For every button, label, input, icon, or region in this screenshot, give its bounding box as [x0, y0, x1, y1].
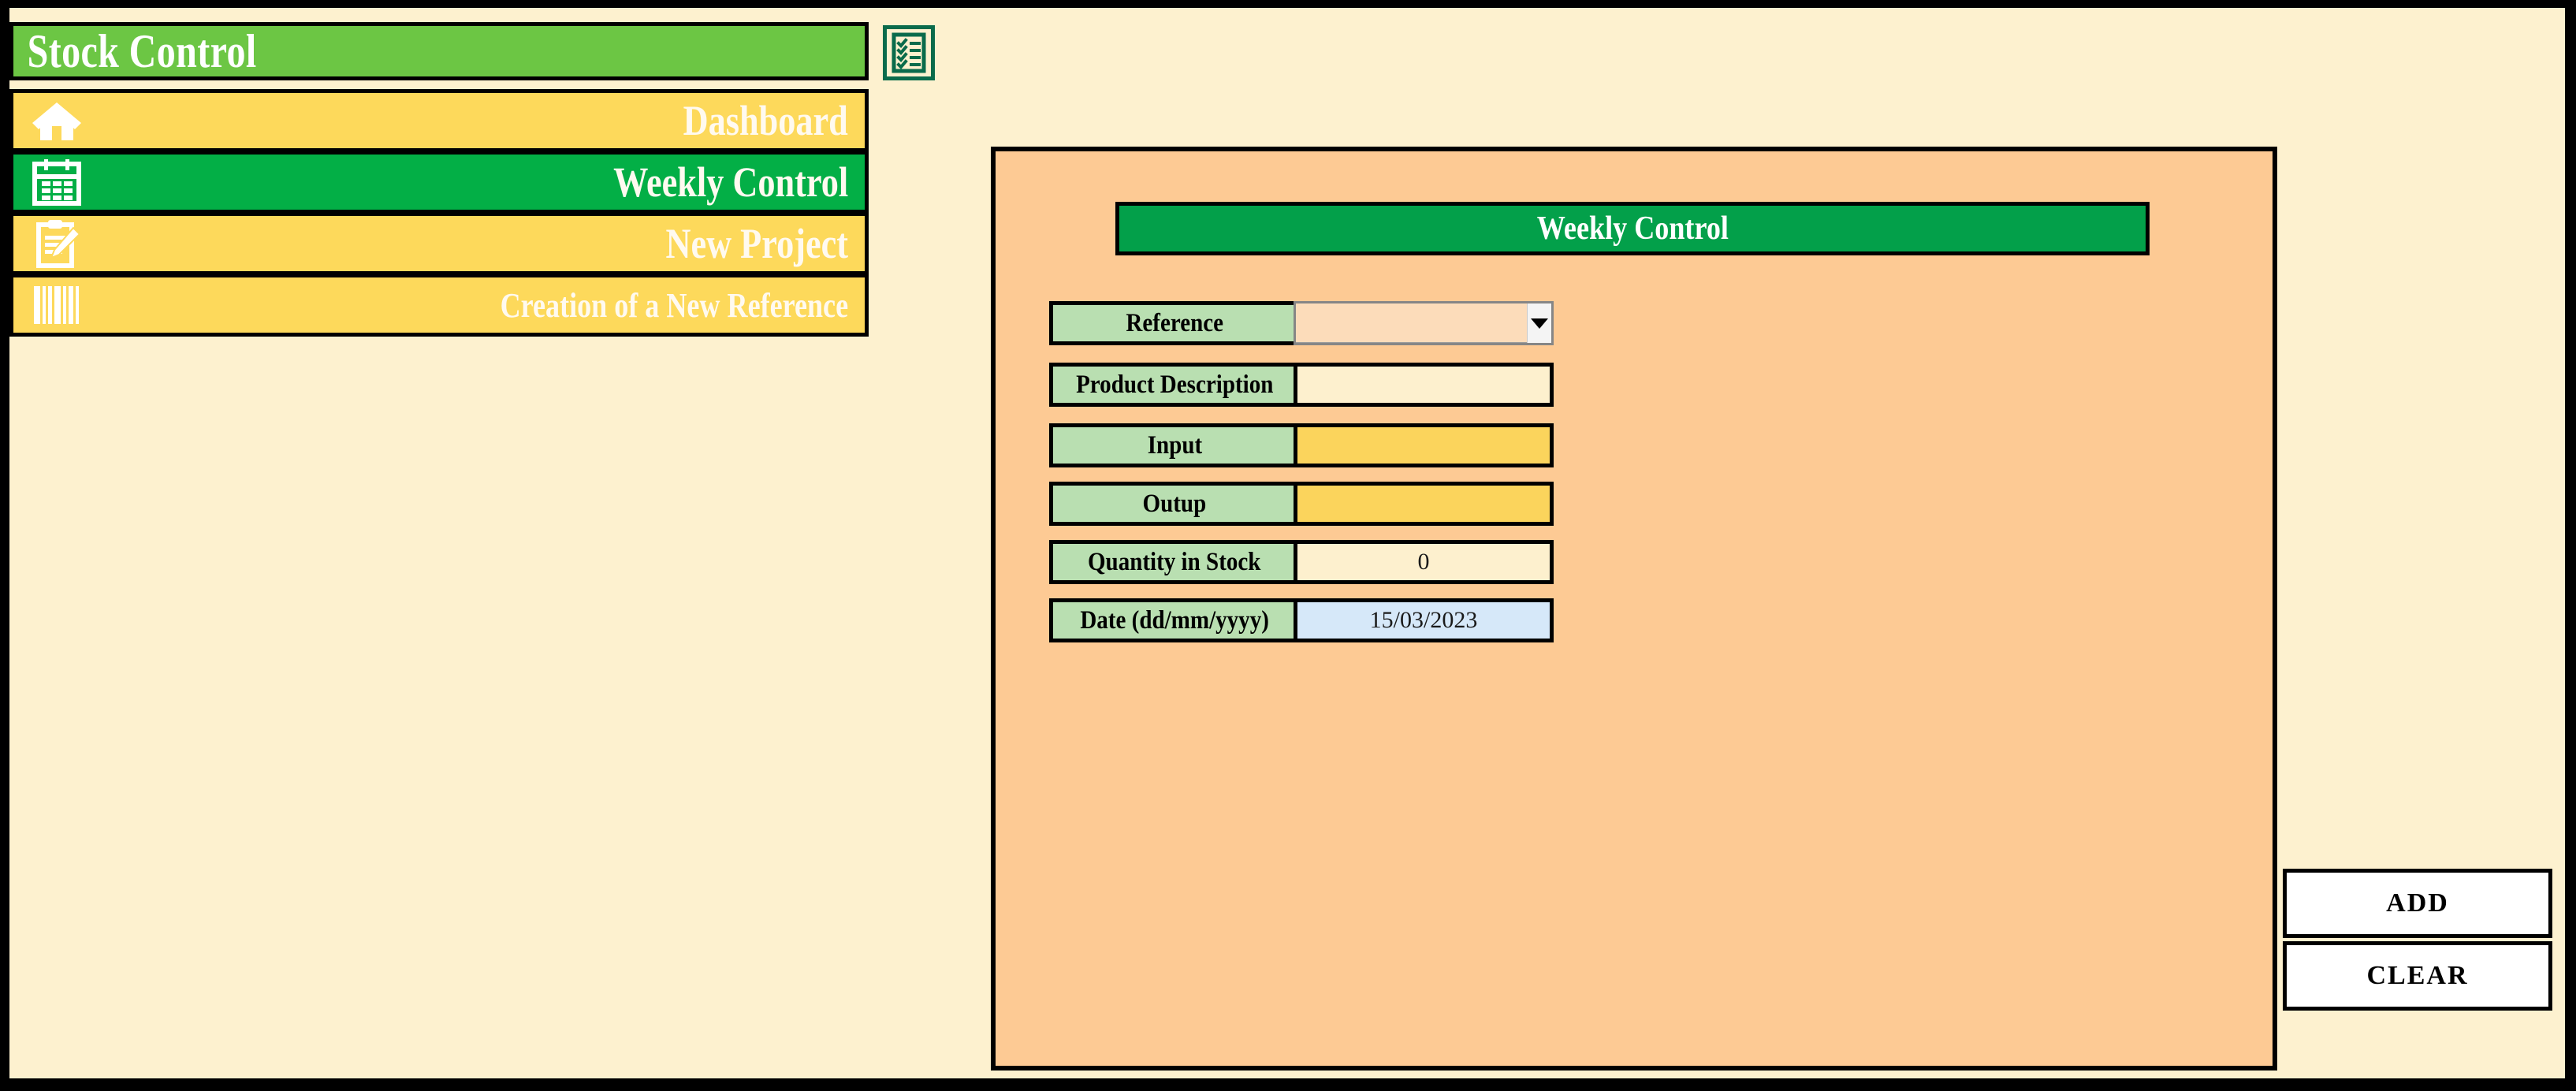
form-header: Weekly Control — [1115, 202, 2150, 255]
clear-button-label: CLEAR — [2366, 961, 2469, 990]
app-title: Stock Control — [27, 24, 257, 77]
form-row-reference: Reference — [996, 301, 2273, 345]
product-description-input[interactable] — [1294, 363, 1554, 407]
chevron-down-icon[interactable] — [1527, 303, 1551, 343]
checklist-icon — [892, 32, 926, 73]
label-outup: Outup — [1049, 482, 1300, 526]
sidebar-item-weekly-control[interactable]: Weekly Control — [9, 151, 869, 214]
form-row-outup: Outup — [996, 482, 2273, 526]
input-field[interactable] — [1294, 423, 1554, 467]
label-text: Outup — [1142, 489, 1207, 518]
quantity-in-stock-value: 0 — [1294, 540, 1554, 584]
home-icon — [28, 95, 86, 147]
sidebar: Stock Control — [9, 22, 935, 621]
label-quantity-in-stock: Quantity in Stock — [1049, 540, 1300, 584]
app-title-bar: Stock Control — [9, 22, 869, 80]
label-text: Product Description — [1075, 370, 1274, 399]
form-row-quantity-in-stock: Quantity in Stock 0 — [996, 540, 2273, 584]
label-input: Input — [1049, 423, 1300, 467]
barcode-icon — [28, 279, 86, 331]
sidebar-nav: Dashboard — [9, 89, 869, 337]
label-reference: Reference — [1049, 301, 1300, 345]
clipboard-pencil-icon — [28, 218, 86, 270]
sidebar-item-label: Creation of a New Reference — [500, 285, 848, 325]
sidebar-item-new-project[interactable]: New Project — [9, 212, 869, 275]
date-field[interactable]: 15/03/2023 — [1294, 598, 1554, 642]
label-text: Date (dd/mm/yyyy) — [1080, 605, 1269, 635]
reference-dropdown[interactable] — [1294, 301, 1554, 345]
label-text: Reference — [1126, 308, 1223, 337]
sidebar-item-label: New Project — [665, 220, 848, 267]
form-row-date: Date (dd/mm/yyyy) 15/03/2023 — [996, 598, 2273, 642]
clear-button[interactable]: CLEAR — [2283, 941, 2552, 1011]
add-button[interactable]: ADD — [2283, 869, 2552, 938]
label-product-description: Product Description — [1049, 363, 1300, 407]
label-text: Input — [1147, 430, 1202, 460]
sidebar-item-creation-of-a-new-reference[interactable]: Creation of a New Reference — [9, 274, 869, 337]
form-row-input: Input — [996, 423, 2273, 467]
outup-field[interactable] — [1294, 482, 1554, 526]
sidebar-item-label: Dashboard — [683, 97, 848, 144]
checklist-icon-button[interactable] — [883, 25, 935, 80]
add-button-label: ADD — [2386, 888, 2449, 918]
weekly-control-form-panel: Weekly Control Reference Product Descrip… — [991, 147, 2277, 1071]
sidebar-item-dashboard[interactable]: Dashboard — [9, 89, 869, 152]
label-text: Quantity in Stock — [1088, 547, 1261, 576]
form-header-label: Weekly Control — [1536, 210, 1729, 247]
sidebar-item-label: Weekly Control — [612, 158, 848, 206]
calendar-icon — [28, 156, 86, 208]
label-date: Date (dd/mm/yyyy) — [1049, 598, 1300, 642]
action-buttons: ADD CLEAR — [2283, 869, 2559, 1014]
form-row-product-description: Product Description — [996, 363, 2273, 407]
